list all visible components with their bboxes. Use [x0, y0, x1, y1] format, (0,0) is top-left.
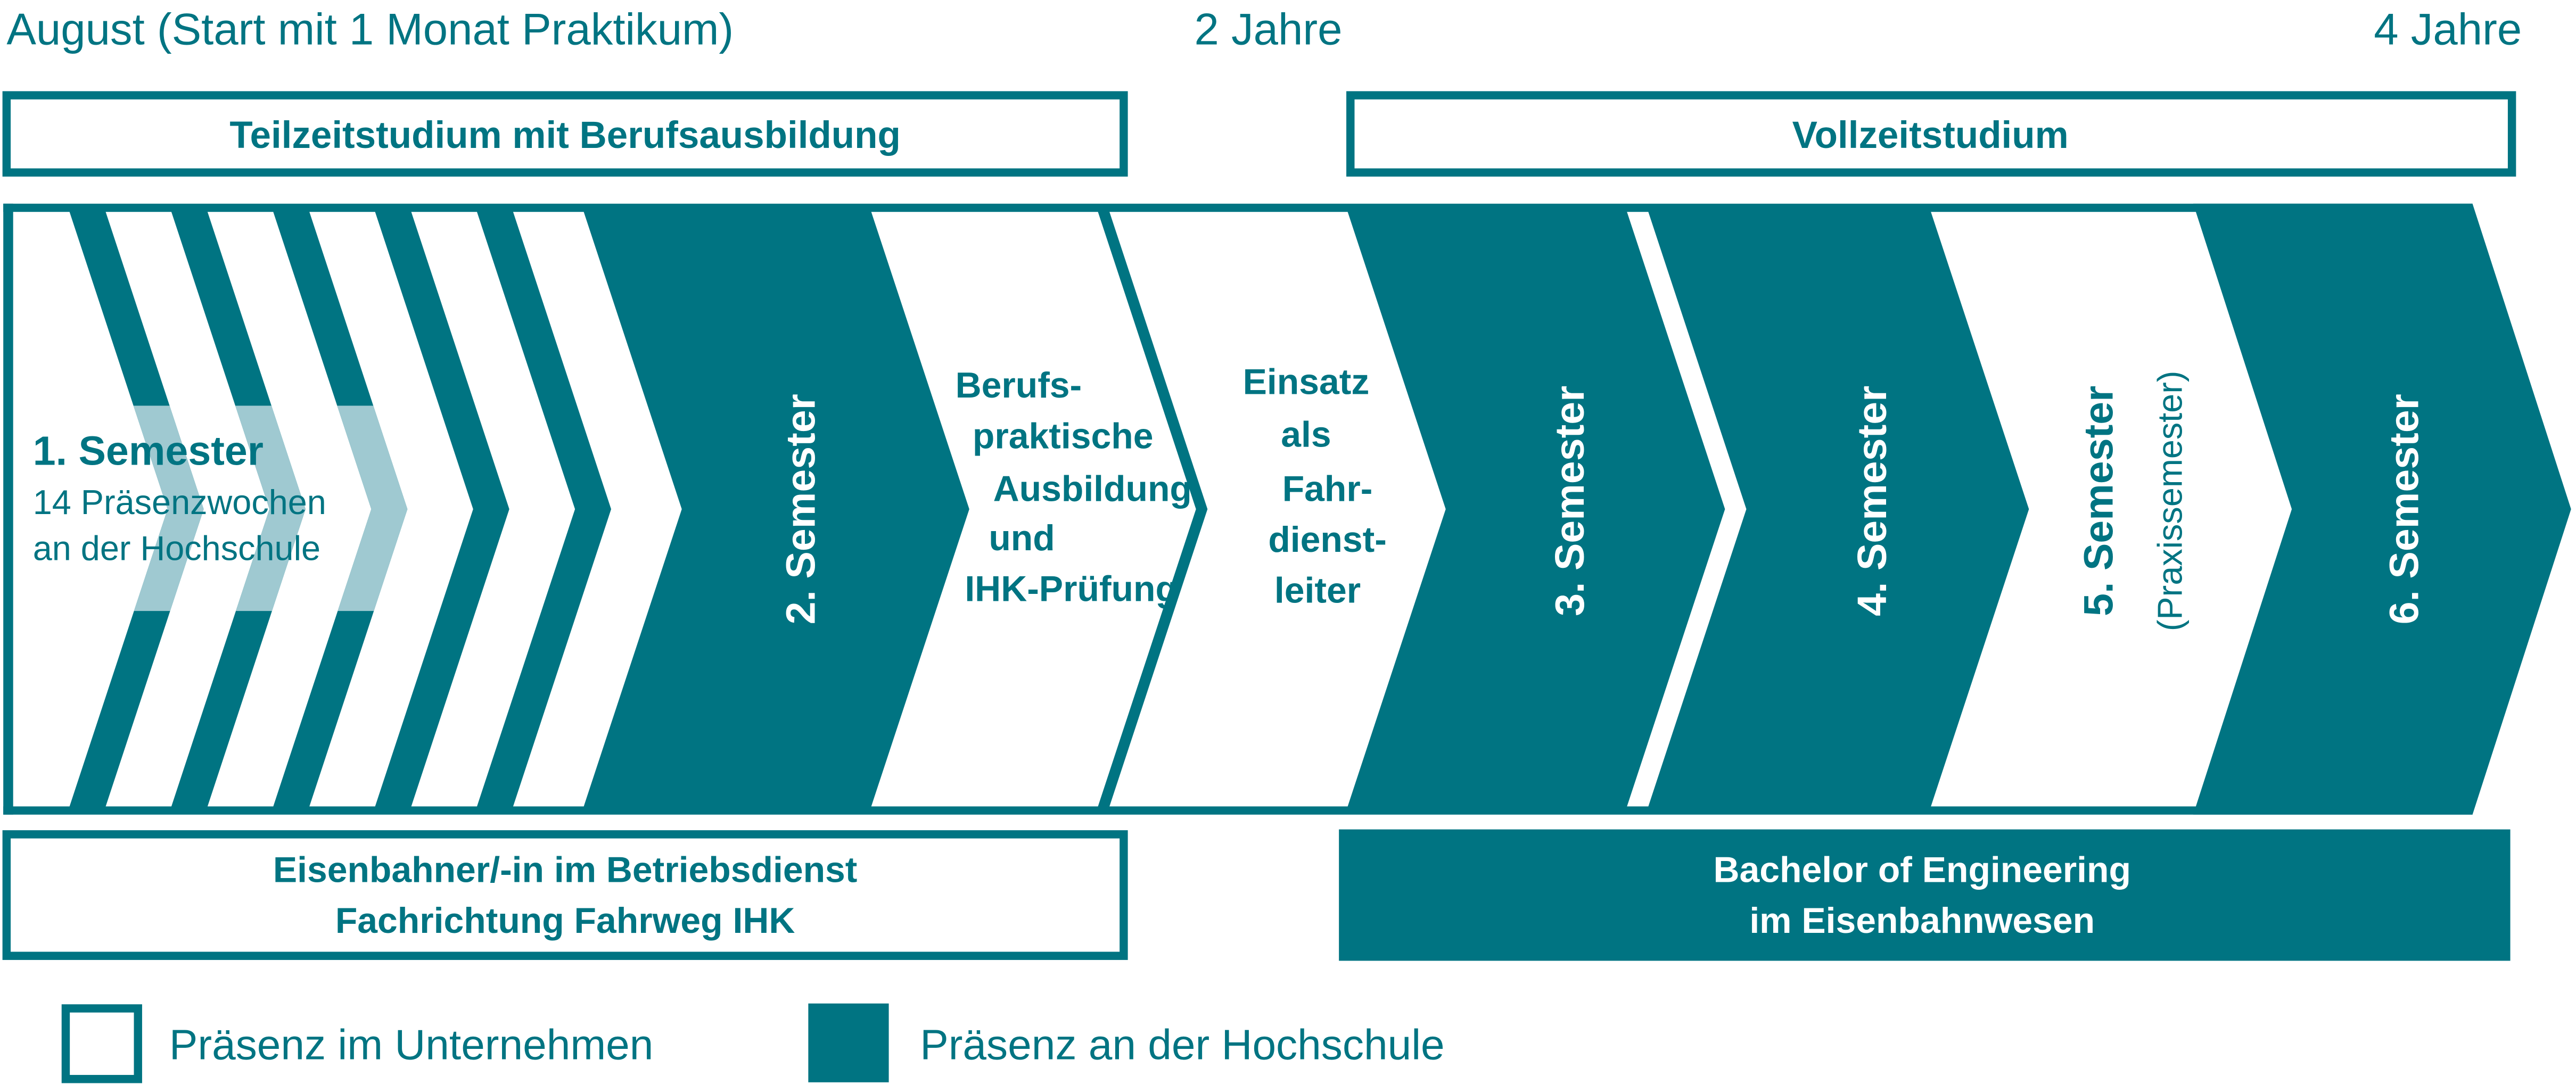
- legend-company-label: Präsenz im Unternehmen: [169, 1021, 654, 1069]
- chevron-stripe-highlight: [133, 406, 204, 611]
- chevron-stripe: [374, 210, 509, 808]
- part-time-box: [2, 91, 1128, 177]
- legend-company-swatch: [61, 1004, 142, 1083]
- vocational-training-label: Berufs- praktische Ausbildung und IHK-Pr…: [956, 366, 1192, 609]
- bachelor-degree-line1: Bachelor of Engineering: [1714, 850, 2131, 890]
- dispatcher-line: Fahr-: [1282, 469, 1373, 509]
- vocational-degree-line1: Eisenbahner/-in im Betriebsdienst: [273, 850, 858, 890]
- semester-5-label: 5. Semester: [2076, 386, 2122, 616]
- vocational-degree-box: [2, 830, 1128, 960]
- dispatcher-label: Einsatz als Fahr- dienst- leiter: [1243, 362, 1387, 611]
- dispatcher-line: dienst-: [1268, 520, 1386, 560]
- semester-2-label: 2. Semester: [778, 394, 824, 624]
- semester-2-block: [583, 210, 969, 808]
- semester-3-label: 3. Semester: [1547, 386, 1593, 616]
- vocational-degree-line2: Fachrichtung Fahrweg IHK: [335, 901, 795, 941]
- chevron-stripe-highlight: [337, 406, 408, 611]
- vocational-line: Berufs-: [956, 366, 1082, 406]
- bachelor-degree-line2: im Eisenbahnwesen: [1749, 901, 2095, 941]
- legend-university-label: Präsenz an der Hochschule: [920, 1021, 1444, 1069]
- semester-1-line2: an der Hochschule: [33, 528, 320, 567]
- vocational-line: Ausbildung: [993, 469, 1192, 509]
- semester-6-block: [2193, 203, 2571, 815]
- chevron-stripe: [476, 210, 612, 808]
- timeline-mid: 2 Jahre: [1195, 4, 1343, 54]
- semester-1-line1: 14 Präsenzwochen: [33, 483, 326, 522]
- dispatcher-line: als: [1281, 415, 1331, 455]
- dispatcher-line: leiter: [1274, 571, 1361, 611]
- semester-1-title: 1. Semester: [33, 428, 264, 474]
- dispatcher-line: Einsatz: [1243, 362, 1370, 402]
- vocational-line: praktische: [973, 417, 1154, 457]
- semester-4-label: 4. Semester: [1849, 386, 1895, 616]
- semester-1-highlight: [133, 406, 408, 611]
- legend-university-swatch: [808, 1003, 889, 1082]
- vocational-line: IHK-Prüfung: [965, 569, 1178, 609]
- timeline-band: [3, 203, 2571, 815]
- chevron-stripe-highlight: [235, 406, 306, 611]
- semester-3-block: [1347, 210, 1725, 808]
- semester-4-block: [1648, 210, 2029, 808]
- semester-5-sublabel: (Praxissemester): [2150, 371, 2189, 632]
- semester-6-label: 6. Semester: [2382, 394, 2427, 624]
- timeline-end: 4 Jahre: [2374, 4, 2522, 54]
- timeline-start: August (Start mit 1 Monat Praktikum): [6, 4, 734, 54]
- part-time-label: Teilzeitstudium mit Berufsausbildung: [229, 114, 900, 156]
- full-time-box: [1346, 91, 2516, 177]
- full-time-label: Vollzeitstudium: [1792, 114, 2069, 156]
- vocational-line: und: [989, 518, 1055, 558]
- bachelor-degree-box: [1339, 829, 2511, 961]
